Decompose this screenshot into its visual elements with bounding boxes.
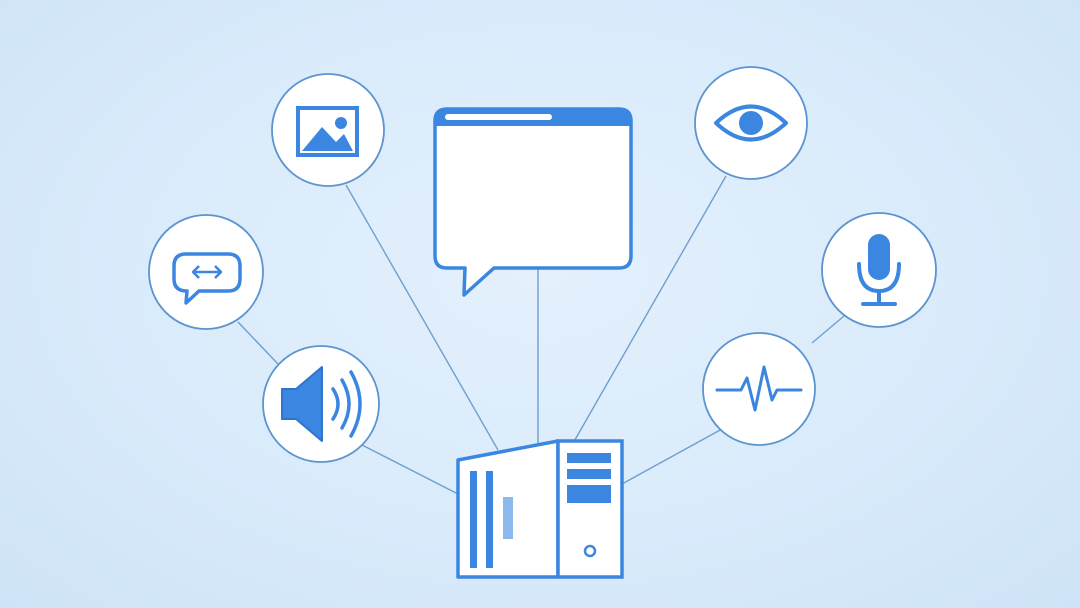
drive-bay (567, 453, 611, 463)
chat-window-node (433, 107, 633, 297)
server-right-panel (556, 439, 624, 579)
server-bar (470, 471, 477, 568)
waveform-node (702, 332, 816, 446)
microphone-icon (857, 234, 901, 306)
window-title-highlight (445, 114, 552, 120)
server-tower-icon (456, 439, 624, 579)
connector-translate (237, 321, 279, 365)
speaker-node (262, 345, 380, 463)
drive-bay (567, 469, 611, 479)
image-icon (296, 106, 359, 157)
chat-bubble-window-icon (433, 107, 633, 297)
speech-bubble-arrows-icon (172, 252, 242, 305)
connector-waveform (621, 428, 723, 485)
connector-vision (571, 175, 727, 446)
vision-node (694, 66, 808, 180)
server-bar (503, 497, 513, 539)
server-bar (486, 471, 493, 568)
connector-lines (237, 175, 845, 495)
connector-image (345, 184, 499, 451)
speaker-icon (281, 366, 362, 442)
eye-icon (714, 104, 788, 142)
connector-microphone (811, 315, 845, 344)
translate-node (148, 214, 264, 330)
waveform-icon (715, 365, 803, 412)
connector-speaker (361, 444, 459, 495)
microphone-node (821, 212, 937, 328)
drive-bay (567, 485, 611, 503)
power-button (583, 544, 597, 558)
image-node (271, 73, 385, 187)
